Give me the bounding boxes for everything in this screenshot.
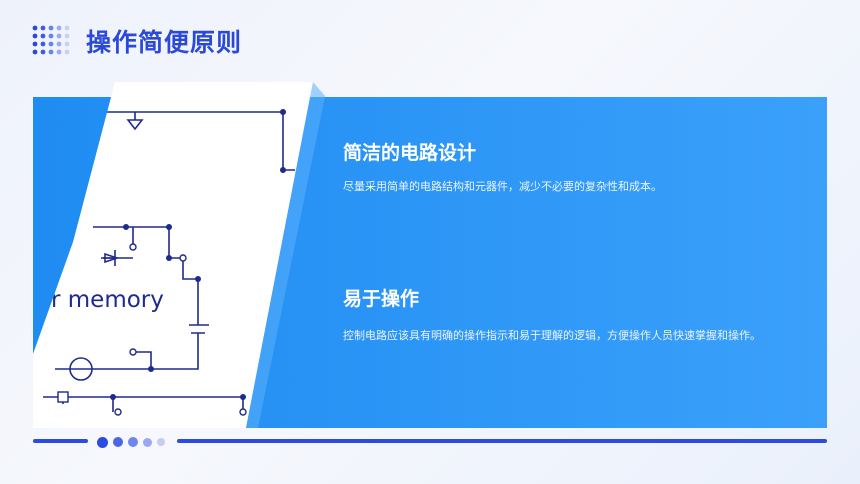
dot-grid-dot xyxy=(40,41,46,47)
footer-line-right xyxy=(177,439,827,443)
dot-grid-dot xyxy=(48,25,54,31)
dot-grid-dot xyxy=(64,25,70,31)
dot-grid-dot xyxy=(64,33,70,39)
section-heading-easy-operation: 易于操作 xyxy=(343,288,420,310)
footer-dot-1 xyxy=(97,437,108,448)
dot-grid-dot xyxy=(56,25,62,31)
page-title: 操作简便原则 xyxy=(86,28,243,57)
dot-grid-dot xyxy=(48,33,54,39)
section-description-simple-design: 尽量采用简单的电路结构和元器件，减少不必要的复杂性和成本。 xyxy=(343,180,662,193)
dot-grid-dot xyxy=(32,41,38,47)
dot-grid-dot xyxy=(64,41,70,47)
dot-grid-dot xyxy=(32,33,38,39)
dot-grid-dot xyxy=(32,49,38,55)
dot-grid-dot xyxy=(64,49,70,55)
circuit-image-text: r memory xyxy=(51,287,164,313)
dot-grid-icon xyxy=(32,25,70,55)
card-edge-shadow xyxy=(246,82,325,428)
dot-grid-dot xyxy=(48,41,54,47)
footer-line-left xyxy=(33,439,88,443)
dot-grid-dot xyxy=(40,49,46,55)
dot-grid-dot xyxy=(56,41,62,47)
circuit-card-background xyxy=(33,82,313,428)
dot-grid-dot xyxy=(56,33,62,39)
circuit-diagram-image: r memory xyxy=(33,82,325,428)
section-heading-simple-design: 简洁的电路设计 xyxy=(343,142,477,164)
dot-grid-dot xyxy=(32,25,38,31)
dot-grid-dot xyxy=(40,33,46,39)
footer-dot-5 xyxy=(157,438,165,446)
dot-grid-dot xyxy=(40,25,46,31)
footer-dot-3 xyxy=(128,437,138,447)
footer-dot-2 xyxy=(113,437,123,447)
section-description-easy-operation: 控制电路应该具有明确的操作指示和易于理解的逻辑，方便操作人员快速掌握和操作。 xyxy=(343,329,761,342)
footer-dot-4 xyxy=(143,438,152,447)
dot-grid-dot xyxy=(48,49,54,55)
dot-grid-dot xyxy=(56,49,62,55)
